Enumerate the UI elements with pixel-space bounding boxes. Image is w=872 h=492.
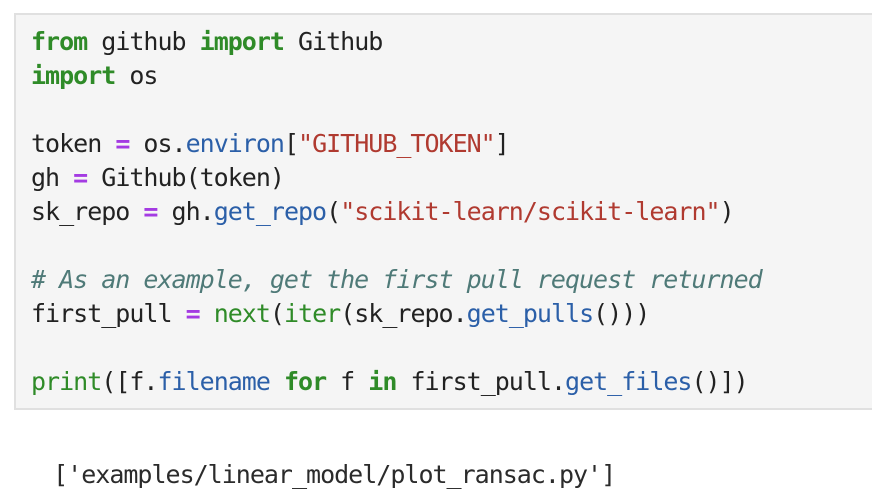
code-token-prop: filename — [157, 367, 270, 396]
code-token-pl — [200, 299, 214, 328]
code-token-pl: ] — [494, 129, 510, 158]
code-token-op: = — [143, 197, 158, 226]
code-token-pl: ( — [326, 197, 341, 226]
code-token-op: = — [115, 129, 130, 158]
code-token-pl: first_pull — [31, 299, 186, 328]
code-token-pl: ( — [269, 299, 285, 328]
code-token-pl — [270, 367, 284, 396]
code-token-kw: in — [368, 367, 397, 396]
code-token-kw: import — [31, 61, 116, 90]
output-text: ['examples/linear_model/plot_ransac.py'] — [53, 460, 616, 489]
code-token-bi: print — [31, 367, 102, 396]
code-token-pl: gh — [31, 163, 74, 192]
code-token-pl: ([f. — [101, 367, 158, 396]
code-token-str: "scikit-learn/scikit-learn" — [340, 197, 720, 226]
code-token-pl: token — [31, 129, 116, 158]
code-token-op: = — [73, 163, 88, 192]
code-token-pl: first_pull. — [396, 367, 566, 396]
code-token-com: # As an example, get the first pull requ… — [31, 265, 763, 294]
code-line: gh = Github(token) — [31, 161, 872, 195]
code-token-pl: Github — [283, 27, 383, 56]
code-line: # As an example, get the first pull requ… — [31, 263, 872, 297]
code-token-prop: get_repo — [213, 197, 327, 226]
code-line: print([f.filename for f in first_pull.ge… — [31, 365, 872, 399]
code-line — [31, 229, 872, 263]
code-token-pl: sk_repo — [31, 197, 144, 226]
code-token-pl: github — [87, 27, 200, 56]
code-line — [31, 93, 872, 127]
code-token-prop: get_pulls — [466, 299, 594, 328]
code-token-pl: f — [326, 367, 369, 396]
code-token-pl: ())) — [593, 299, 650, 328]
code-token-pl: Github(token) — [87, 163, 285, 192]
code-token-kw: from — [31, 27, 88, 56]
code-token-pl: [ — [283, 129, 299, 158]
code-line: import os — [31, 59, 872, 93]
code-token-pl: gh. — [157, 197, 215, 226]
code-line: first_pull = next(iter(sk_repo.get_pulls… — [31, 297, 872, 331]
code-token-pl: ()]) — [691, 367, 748, 396]
code-token-bi: iter — [283, 299, 341, 328]
code-token-pl: ) — [719, 197, 735, 226]
code-line: from github import Github — [31, 25, 872, 59]
code-token-prop: environ — [185, 129, 285, 158]
code-token-pl: os — [115, 61, 158, 90]
code-line — [31, 331, 872, 365]
code-token-prop: get_files — [565, 367, 692, 396]
code-token-pl: os. — [129, 129, 186, 158]
output-area: ['examples/linear_model/plot_ransac.py'] — [25, 424, 616, 492]
code-line: token = os.environ["GITHUB_TOKEN"] — [31, 127, 872, 161]
code-token-pl: (sk_repo. — [340, 299, 467, 328]
code-line: sk_repo = gh.get_repo("scikit-learn/scik… — [31, 195, 872, 229]
code-token-kw: import — [199, 27, 285, 56]
code-token-bi: next — [213, 299, 271, 328]
code-token-op: = — [185, 299, 201, 328]
code-token-kw: for — [283, 367, 327, 396]
code-token-str: "GITHUB_TOKEN" — [298, 129, 496, 158]
